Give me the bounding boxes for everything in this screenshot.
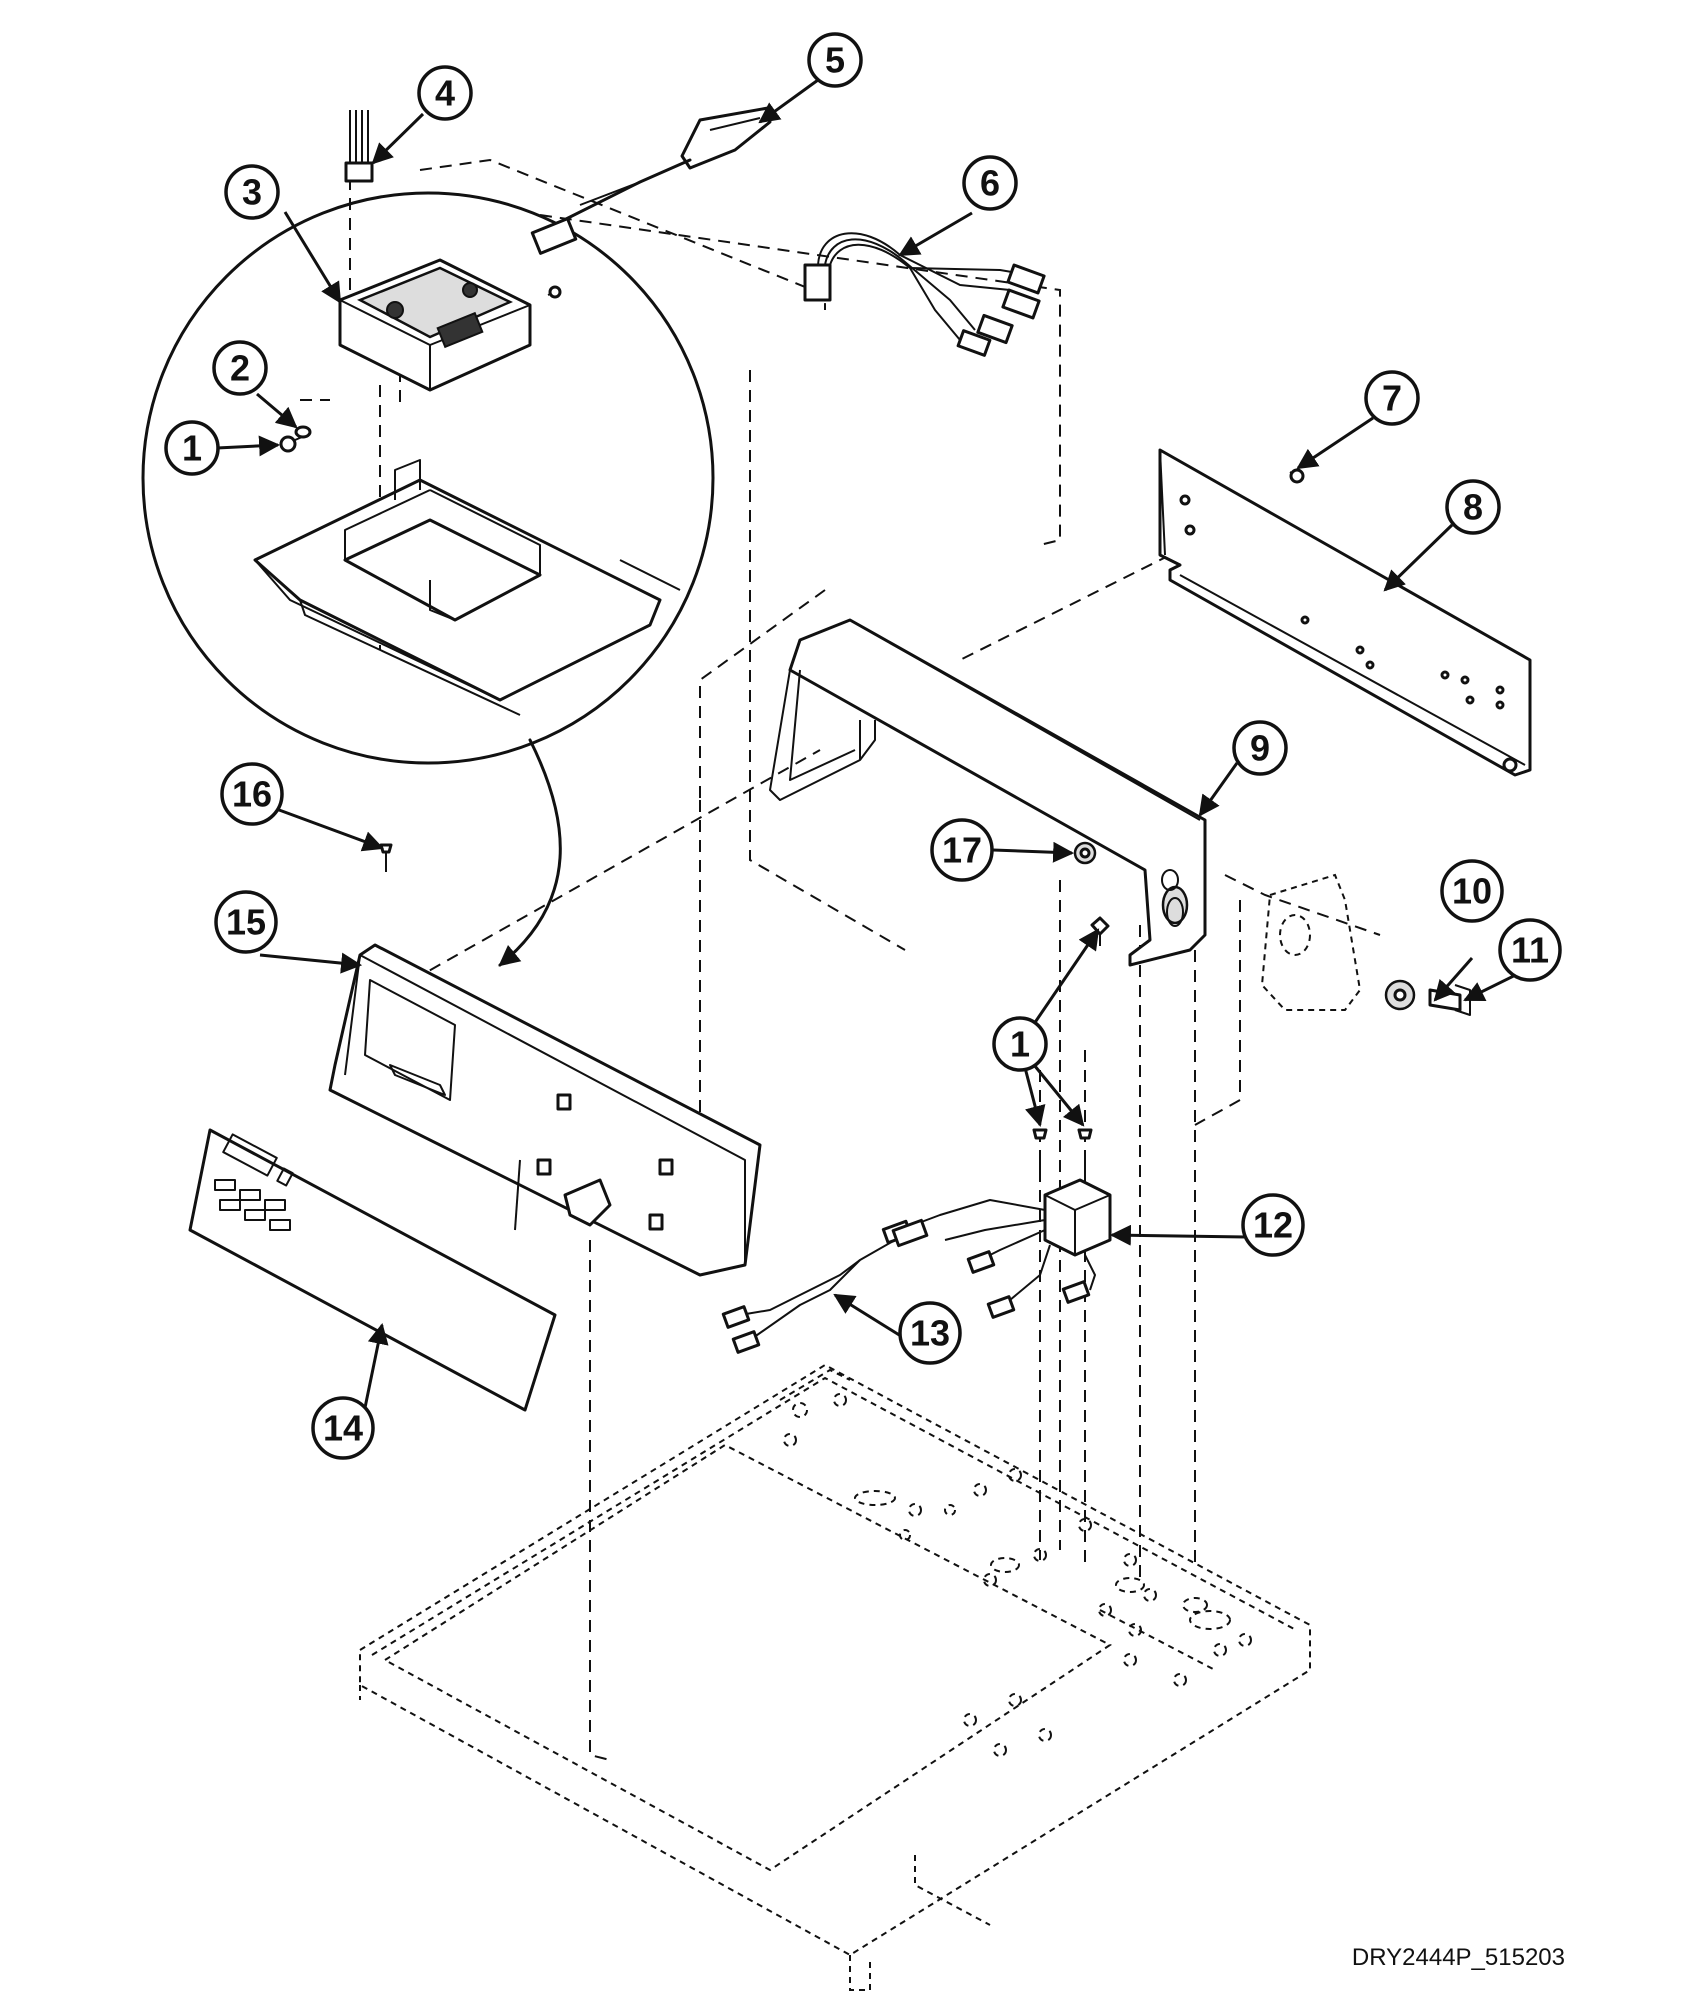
callout-15: 15 — [214, 890, 278, 954]
callout-11: 11 — [1498, 918, 1562, 982]
callout-12: 12 — [1241, 1193, 1305, 1257]
svg-text:8: 8 — [1463, 487, 1483, 528]
assembly-lines — [300, 158, 1381, 1761]
svg-text:1: 1 — [1010, 1024, 1030, 1065]
callout-9: 9 — [1232, 720, 1288, 776]
callout-6: 6 — [962, 155, 1018, 211]
part-1-screw-detail — [279, 435, 303, 453]
svg-text:16: 16 — [232, 774, 272, 815]
part-17-star-washer — [1073, 841, 1097, 865]
console-mount-bracket — [253, 459, 681, 716]
callout-7: 7 — [1364, 370, 1420, 426]
callout-1-right: 1 — [992, 1016, 1048, 1072]
svg-text:7: 7 — [1382, 378, 1402, 419]
part-5-ribbon-cable — [530, 106, 772, 255]
part-15-console-panel — [328, 943, 762, 1277]
svg-text:4: 4 — [435, 73, 455, 114]
callout-13: 13 — [898, 1301, 962, 1365]
drawing-code: DRY2444P_515203 — [1352, 1944, 1565, 1971]
board-screw — [547, 285, 562, 299]
callout-16: 16 — [220, 762, 284, 826]
callout-5: 5 — [807, 32, 863, 88]
part-4-connector — [344, 110, 374, 183]
svg-text:11: 11 — [1511, 930, 1549, 971]
svg-text:2: 2 — [230, 348, 250, 389]
svg-text:14: 14 — [323, 1408, 363, 1449]
svg-text:5: 5 — [825, 40, 845, 81]
callout-1-left: 1 — [164, 420, 220, 476]
svg-text:1: 1 — [182, 428, 202, 469]
svg-text:12: 12 — [1253, 1205, 1293, 1246]
callout-14: 14 — [311, 1396, 375, 1460]
svg-text:13: 13 — [910, 1313, 950, 1354]
dryer-top-outline — [359, 1363, 1311, 1991]
callout-3: 3 — [224, 164, 280, 220]
part-14-overlay — [188, 1128, 557, 1412]
part-16-screw — [379, 843, 393, 872]
base-holes — [783, 1393, 1252, 1757]
callout-4: 4 — [417, 65, 473, 121]
svg-text:9: 9 — [1250, 728, 1270, 769]
callout-10: 10 — [1440, 859, 1504, 923]
svg-text:6: 6 — [980, 163, 1000, 204]
frame-screw — [1090, 916, 1110, 946]
callout-8: 8 — [1445, 479, 1501, 535]
svg-text:15: 15 — [226, 902, 266, 943]
harness-screws — [1032, 1128, 1093, 1140]
side-bracket-outline — [1260, 873, 1362, 1011]
part-13-wire-harness — [721, 1218, 929, 1354]
svg-text:17: 17 — [942, 830, 982, 871]
part-6-wire-harness — [803, 232, 1046, 357]
detail-magnifier-circle — [141, 191, 715, 967]
part-2-washer — [294, 425, 312, 439]
part-8-rear-panel — [1158, 448, 1532, 777]
svg-text:3: 3 — [242, 172, 262, 213]
callout-2: 2 — [212, 340, 268, 396]
part-9-console-frame — [769, 618, 1207, 967]
svg-text:10: 10 — [1452, 871, 1492, 912]
callout-17: 17 — [930, 818, 994, 882]
part-10-star-washer — [1384, 979, 1416, 1011]
part-7-screw — [1289, 468, 1305, 484]
part-3-control-board — [338, 258, 532, 392]
